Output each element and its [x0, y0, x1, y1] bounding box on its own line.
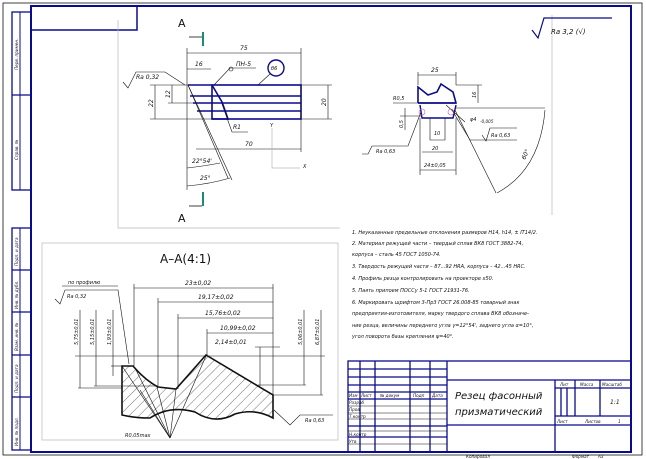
drawing-label: 5,15±0,01	[90, 319, 96, 345]
drawing-label: R1	[233, 124, 241, 131]
drawing-label: 1. Неуказанные предельные отклонения раз…	[352, 230, 538, 236]
drawing-label: 0,5	[399, 120, 405, 128]
drawing-label: Утв	[349, 439, 357, 444]
drawing-label: 2. Материал режущей части – твердый спла…	[352, 241, 523, 247]
drawing-label: 1:1	[610, 399, 620, 406]
drawing-label: 6,87±0,01	[315, 319, 321, 345]
drawing-label: 16	[472, 92, 478, 98]
drawing-label: R0,05max	[125, 433, 151, 439]
drawing-label: 20	[321, 98, 328, 106]
side-strip: Перв. примен. Справ. № Подп. и дата Инв.…	[11, 11, 32, 451]
drawing-label: по профилю	[68, 280, 100, 286]
drawing-label: 2,14±0,01	[215, 339, 247, 346]
drawing-label: Н.контр	[349, 432, 367, 437]
drawing-label: угол поворота базы крепления ψ=40°.	[351, 334, 454, 340]
drawing-label: Масса	[580, 382, 594, 387]
general-roughness: Ra 3,2 (√)	[531, 17, 612, 40]
drawing-label: ние резца, величины переднего угла γ=12°…	[352, 323, 533, 329]
drawing-label: 16	[195, 61, 203, 68]
drawing-title: Резец фасонный	[455, 391, 543, 402]
drawing-label: 10	[434, 131, 440, 137]
drawing-label: Пров	[349, 407, 360, 412]
drawing-label: 5,06±0,01	[298, 319, 304, 345]
drawing-label: Ra 0,63	[491, 133, 510, 139]
drawing-label: 22°54'	[192, 158, 212, 165]
drawing-label: 15,76±0,02	[205, 310, 241, 317]
drawing-label: предприятия-изготовителя, марку твердого…	[352, 311, 529, 317]
drawing-title: призматический	[455, 407, 543, 418]
drawing-label: φ4	[470, 117, 476, 123]
drawing-label: X	[302, 164, 307, 170]
drawing-label: 6. Маркировать шрифтом 3-Пр3 ГОСТ 26.008…	[352, 300, 520, 306]
drawing-label: 70	[245, 141, 253, 148]
drawing-label: -0,005	[480, 119, 494, 124]
drawing-label: 75	[240, 45, 248, 52]
drawing-label: Изм	[349, 393, 358, 398]
drawing-label: Y	[270, 123, 274, 129]
section-mark: А	[178, 17, 186, 30]
drawing-frame	[30, 5, 632, 453]
strip-label: Справ. №	[14, 139, 19, 160]
title-block: Изм Лист № докум Подп Дата Разраб Пров Т…	[347, 360, 632, 459]
drawing-label: корпуса – сталь 45 ГОСТ 1050-74.	[352, 252, 441, 258]
drawing-label: Лист	[556, 419, 568, 424]
drawing-label: 4. Профиль резца контролировать на проек…	[352, 276, 493, 282]
drawing-label: ПН-5	[236, 61, 251, 68]
drawing-label: 5,75±0,01	[74, 319, 80, 345]
drawing-label: Дата	[431, 393, 443, 398]
drawing-label: R0,5	[393, 96, 404, 102]
drawing-label: 1,93±0,01	[107, 319, 113, 345]
top-left-stamp	[30, 5, 138, 31]
strip-label: Инв. № дубл.	[14, 280, 19, 309]
drawing-label: б6	[271, 66, 277, 72]
drawing-label: 3. Твердость режущей части – 87...92 HRA…	[352, 264, 526, 270]
drawing-label: Подп	[413, 393, 425, 398]
drawing-label: Т.контр	[349, 414, 366, 419]
drawing-label: 23±0,02	[185, 280, 211, 287]
drawing-label: Ra 0,63	[376, 149, 395, 155]
drawing-label: 22	[148, 99, 155, 107]
side-view: 25 16 R0,5 0,5 10 20 24±0,05 φ4 -0,005 6…	[362, 67, 546, 194]
drawing-label: 24±0,05	[424, 163, 446, 169]
drawing-label: Копировал	[466, 454, 490, 459]
drawing-label: 60°	[520, 148, 531, 161]
drawing-label: 5. Паять припоем ПОССу 5-1 ГОСТ 21931-76…	[352, 288, 470, 294]
section-view: А–А(4:1) 23±0,02 19,17±0,02 15,76±0,02 1…	[54, 252, 333, 439]
drawing-label: 1	[618, 419, 621, 424]
strip-label: Инв. № подл.	[14, 417, 19, 446]
drawing-label: 25°	[200, 175, 211, 182]
drawing-label: Ra 0,32	[136, 74, 159, 81]
drawing-label: Ra 0,63	[305, 418, 324, 424]
drawing-label: Разраб	[349, 400, 365, 405]
drawing-label: 20	[432, 146, 438, 152]
strip-label: Взам. инв. №	[14, 322, 19, 351]
drawing-label: Листов	[584, 419, 601, 424]
strip-label: Перв. примен.	[14, 39, 19, 70]
strip-label: Подп. и дата	[14, 237, 19, 266]
drawing-label: Формат	[572, 454, 590, 459]
drawing-label: Ra 0,32	[67, 294, 86, 300]
top-view: А А 75 16 22 12 20 70 R1 22°54' 25° Ra 0…	[122, 17, 332, 225]
technical-requirements: 1. Неуказанные предельные отклонения раз…	[351, 230, 538, 340]
drawing-label: 10,99±0,02	[220, 325, 256, 332]
drawing-label: Масштаб	[602, 382, 622, 387]
drawing-label: № докум	[379, 393, 399, 398]
drawing-label: Лист	[360, 393, 372, 398]
drawing-label: Ra 3,2 (√)	[551, 28, 586, 36]
drawing-label: Лит	[559, 382, 569, 387]
drawing-label: 12	[165, 90, 172, 98]
drawing-label: 19,17±0,02	[198, 294, 234, 301]
drawing-label: А3	[597, 454, 604, 459]
section-title: А–А(4:1)	[160, 252, 211, 266]
strip-label: Подп. и дата	[14, 364, 19, 393]
section-mark: А	[178, 212, 186, 225]
drawing-label: 25	[431, 67, 439, 74]
